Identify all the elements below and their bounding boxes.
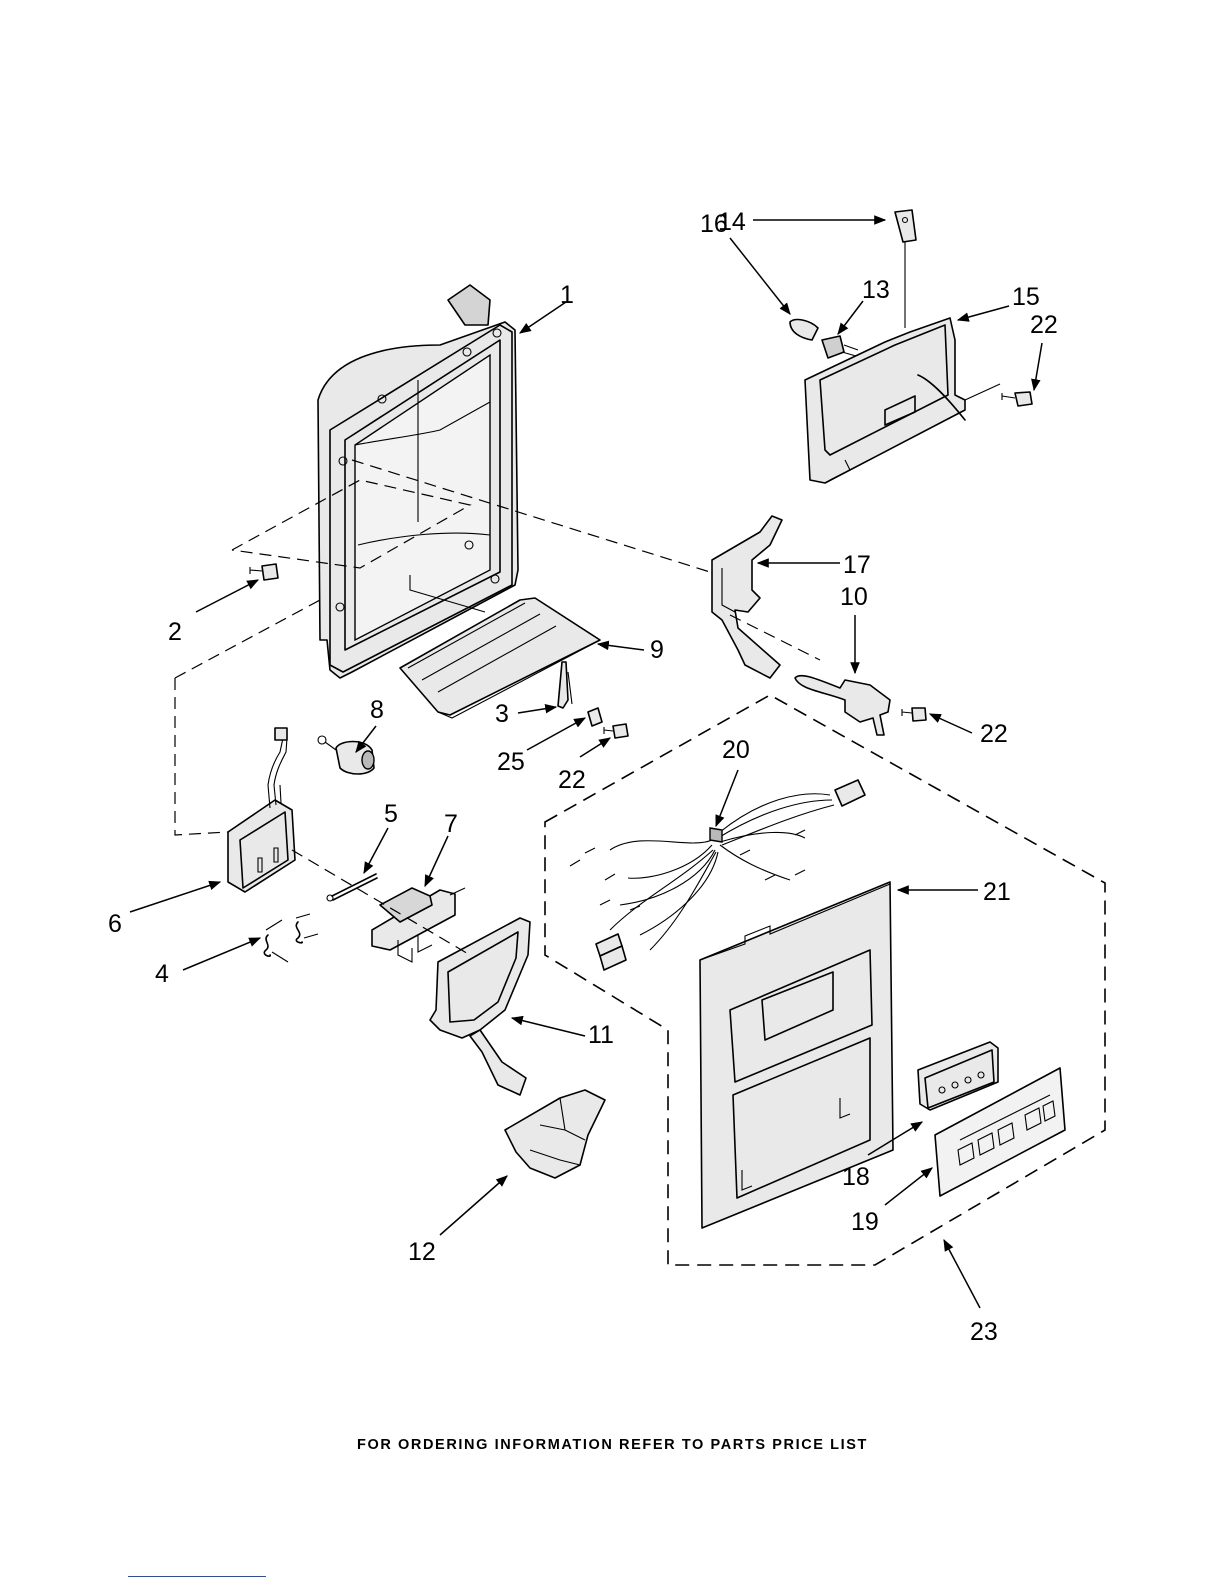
callout-3: 3 [495, 700, 509, 728]
callout-11: 11 [588, 1021, 614, 1049]
callout-21: 21 [983, 878, 1011, 906]
ice-door-motor [372, 888, 465, 962]
dispenser-door-paddle [430, 918, 530, 1095]
bottom-link-rule [128, 1576, 266, 1577]
callout-16: 16 [700, 210, 728, 238]
ordering-info-footer: FOR ORDERING INFORMATION REFER TO PARTS … [0, 1437, 1225, 1453]
callout-12: 12 [408, 1238, 436, 1266]
screw-left [250, 564, 278, 580]
callout-18: 18 [842, 1163, 870, 1191]
callout-6: 6 [108, 910, 122, 938]
spring-clip [558, 662, 572, 708]
callout-22-upper: 22 [1030, 311, 1058, 339]
callout-9: 9 [650, 636, 664, 664]
callout-25: 25 [497, 748, 525, 776]
callout-7: 7 [444, 810, 458, 838]
callout-8: 8 [370, 696, 384, 724]
lamp-bulb [790, 320, 818, 340]
callout-1: 1 [560, 281, 574, 309]
micro-switch [895, 210, 916, 242]
ice-chute [505, 1090, 605, 1178]
retainer-clip [588, 708, 602, 726]
torsion-springs [264, 914, 318, 962]
solenoid [318, 736, 374, 774]
lamp-socket [822, 336, 858, 358]
dispenser-lever [795, 676, 890, 735]
callout-4: 4 [155, 960, 169, 988]
dispenser-module [228, 728, 295, 892]
callout-10: 10 [840, 583, 868, 611]
callout-15: 15 [1012, 283, 1040, 311]
control-board [918, 1042, 998, 1110]
callout-2: 2 [168, 618, 182, 646]
screw-mid-right [902, 708, 926, 721]
callout-20: 20 [722, 736, 750, 764]
callout-13: 13 [862, 276, 890, 304]
callout-22-right: 22 [980, 720, 1008, 748]
callout-22-center: 22 [558, 766, 586, 794]
screw-center [604, 724, 628, 738]
screw-upper-right [965, 384, 1032, 406]
pivot-pin [327, 874, 377, 901]
callout-5: 5 [384, 800, 398, 828]
callout-23: 23 [970, 1318, 998, 1346]
actuator-arm [712, 516, 782, 678]
callout-17: 17 [843, 551, 871, 579]
callout-19: 19 [851, 1208, 879, 1236]
